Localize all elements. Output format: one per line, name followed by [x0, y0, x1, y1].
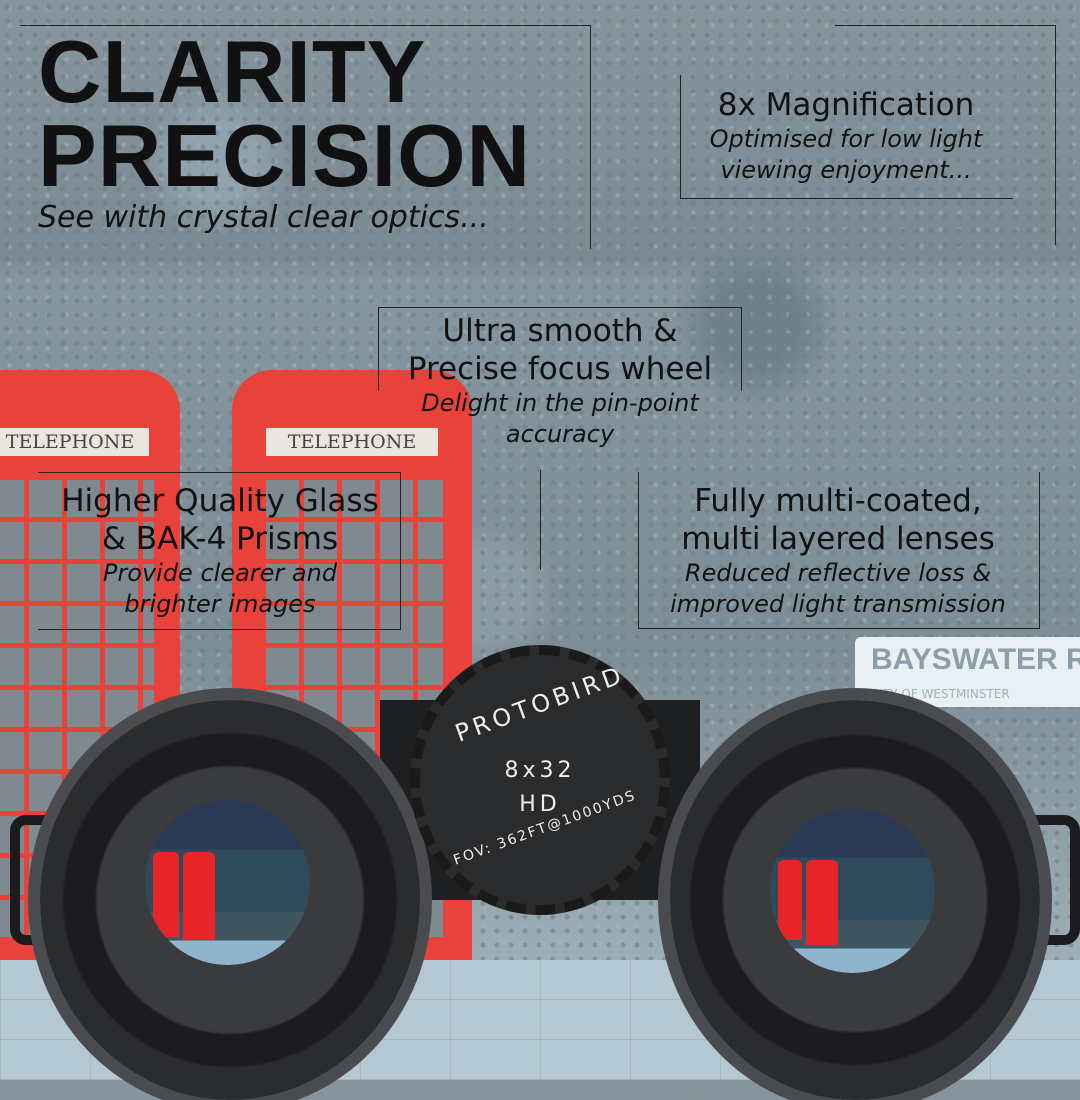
lens-booth [806, 860, 838, 945]
feature-frame [378, 307, 742, 391]
street-sign-borough: CITY OF WESTMINSTER [871, 687, 1010, 701]
feature-title: & BAK-4 Prisms [101, 521, 339, 557]
headline-tagline: See with crystal clear optics... [38, 200, 489, 235]
feature-magnification: 8x Magnification Optimised for low light… [680, 86, 1012, 186]
feature-title: Higher Quality Glass [61, 483, 379, 519]
feature-desc: accuracy [505, 420, 615, 448]
feature-frame [638, 472, 1040, 629]
headline-frame [20, 25, 591, 249]
frame-line [540, 470, 541, 570]
street-sign: BAYSWATER ROA CITY OF WESTMINSTER [855, 637, 1080, 707]
feature-title: multi layered lenses [681, 521, 995, 557]
feature-desc: Delight in the pin-point [421, 389, 699, 417]
booth-sign: TELEPHONE [265, 428, 439, 456]
feature-desc: viewing enjoyment... [720, 156, 972, 184]
feature-title: Fully multi-coated, [694, 483, 982, 519]
feature-frame [38, 472, 401, 630]
feature-focus-wheel: Ultra smooth & Precise focus wheel Delig… [370, 312, 750, 450]
feature-desc: Reduced reflective loss & [684, 559, 992, 587]
feature-title: 8x Magnification [717, 87, 975, 123]
street-sign-name: BAYSWATER ROA [871, 643, 1080, 676]
lens-right [770, 808, 935, 973]
feature-desc: improved light transmission [670, 590, 1006, 618]
frame-line [1055, 25, 1056, 245]
model-label: 8x32 [504, 758, 576, 783]
lens-booth [778, 860, 802, 940]
feature-desc: Provide clearer and [102, 559, 338, 587]
lens-booth [153, 852, 179, 937]
headline: CLARITY PRECISION [38, 22, 532, 205]
feature-coating: Fully multi-coated, multi layered lenses… [638, 482, 1038, 620]
variant-label: HD [519, 792, 561, 817]
headline-line-1: CLARITY [38, 22, 427, 121]
feature-desc: brighter images [124, 590, 316, 618]
headline-line-2: PRECISION [38, 106, 532, 205]
focus-wheel[interactable] [410, 645, 670, 915]
feature-frame [680, 75, 1013, 199]
feature-glass: Higher Quality Glass & BAK-4 Prisms Prov… [30, 482, 410, 620]
feature-desc: Optimised for low light [709, 125, 983, 153]
feature-title: Ultra smooth & [442, 313, 678, 349]
frame-line [835, 25, 1055, 26]
booth-sign: TELEPHONE [0, 428, 150, 456]
lens-booth [183, 852, 215, 940]
feature-title: Precise focus wheel [407, 351, 713, 387]
lens-left [145, 800, 310, 965]
